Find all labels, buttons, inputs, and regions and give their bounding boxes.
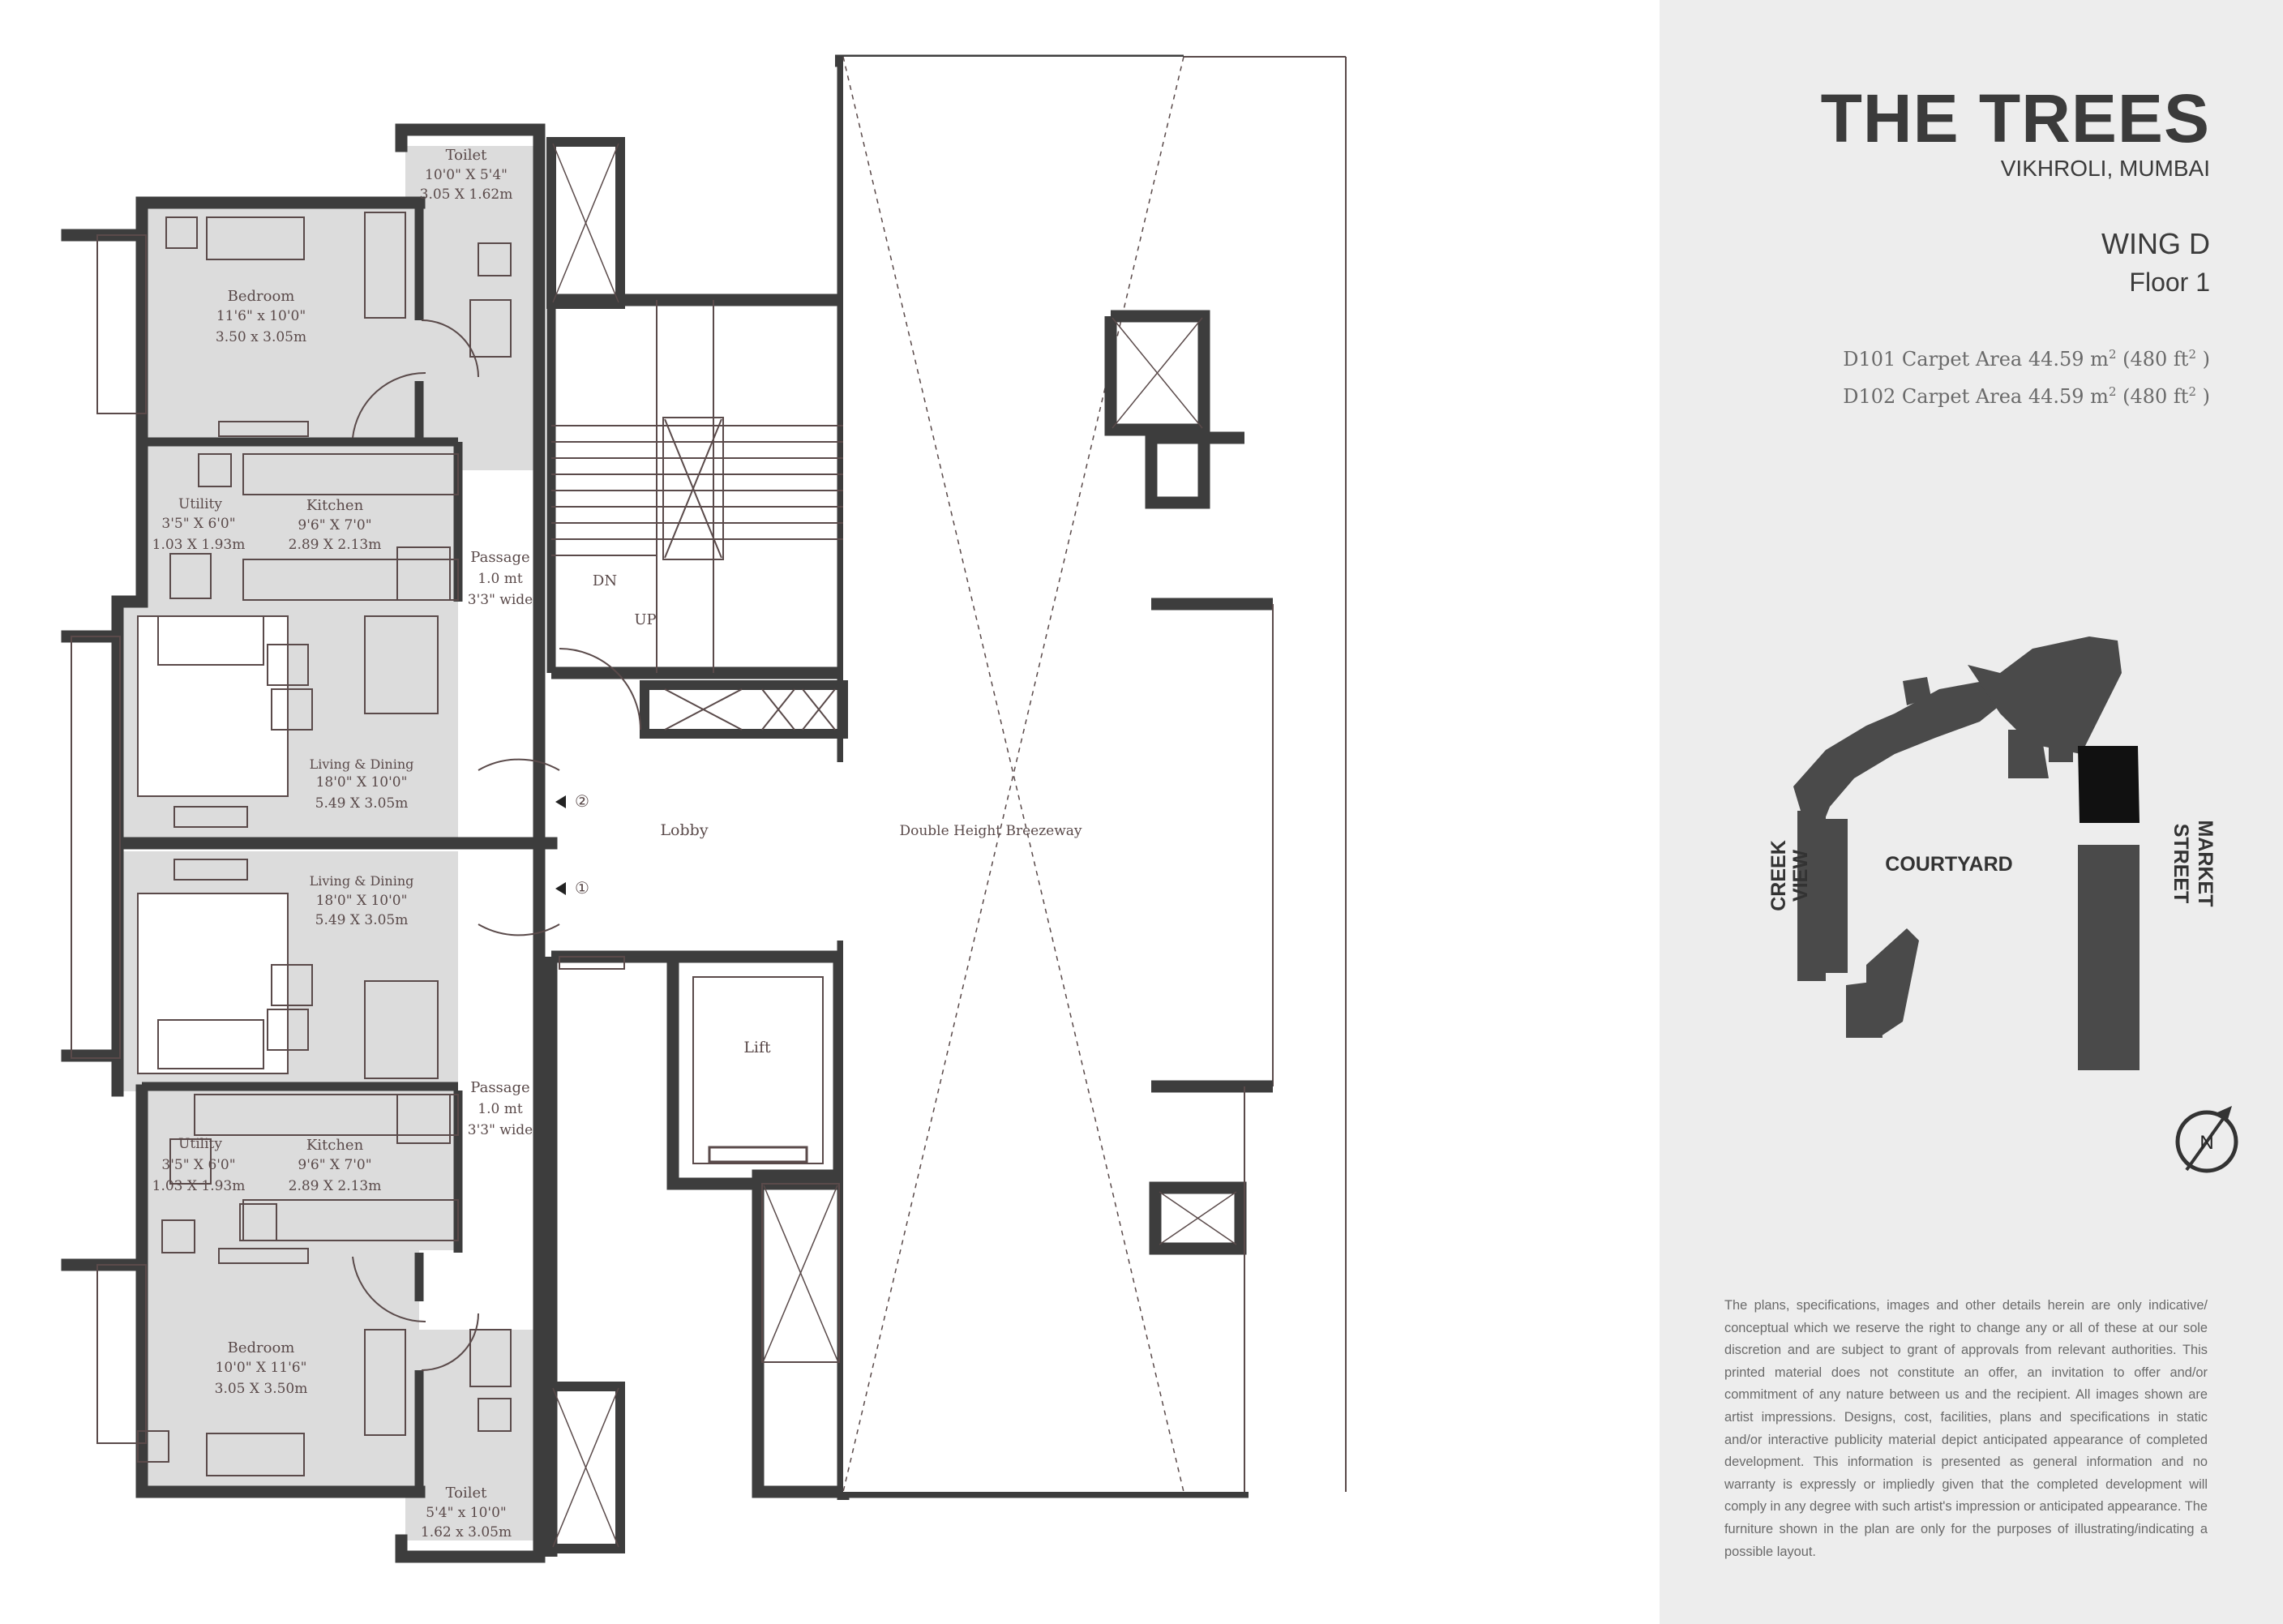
passage-top-dim-m: 1.0 mt bbox=[478, 571, 523, 587]
furniture bbox=[137, 212, 512, 1476]
room-labels: Toilet 10'0" X 5'4" 3.05 X 1.62m Bedroom… bbox=[152, 147, 1082, 1540]
toilet-top-dim-ft: 10'0" X 5'4" bbox=[425, 167, 508, 183]
floor-plan: Toilet 10'0" X 5'4" 3.05 X 1.62m Bedroom… bbox=[61, 54, 1347, 1563]
breezeway bbox=[842, 56, 1347, 1493]
unit-d101-area: D101 Carpet Area 44.59 m2 (480 ft2 ) bbox=[1843, 347, 2210, 371]
unit-d102-label: D102 Carpet Area bbox=[1843, 385, 2023, 408]
courtyard-label: COURTYARD bbox=[1885, 853, 2012, 876]
kitchen-top-dim-m: 2.89 X 2.13m bbox=[289, 537, 382, 553]
kitchen-bottom-dim-ft: 9'6" X 7'0" bbox=[298, 1157, 371, 1173]
utility-bottom-name: Utility bbox=[178, 1136, 222, 1152]
kitchen-bottom-name: Kitchen bbox=[306, 1137, 364, 1154]
floor-label: Floor 1 bbox=[2129, 268, 2210, 297]
project-title: THE TREES bbox=[1820, 80, 2210, 156]
living-bottom-dim-ft: 18'0" X 10'0" bbox=[316, 893, 408, 909]
door-1-marker: ① bbox=[575, 878, 589, 898]
passage-top-name: Passage bbox=[470, 549, 529, 566]
bedroom-bottom-name: Bedroom bbox=[228, 1339, 295, 1356]
utility-top-name: Utility bbox=[178, 496, 222, 512]
unit-d102-ft2: (480 ft bbox=[2122, 385, 2189, 408]
unit-d101-label: D101 Carpet Area bbox=[1843, 348, 2023, 371]
creek-view-label-line2: VIEW bbox=[1789, 850, 1812, 902]
bedroom-top-dim-m: 3.50 x 3.05m bbox=[216, 329, 306, 345]
toilet-top-name: Toilet bbox=[446, 147, 488, 164]
bedroom-top-name: Bedroom bbox=[228, 288, 295, 305]
market-street-label-line1: MARKET bbox=[2194, 821, 2217, 907]
bedroom-top-dim-ft: 11'6" x 10'0" bbox=[216, 308, 306, 324]
shafts bbox=[546, 137, 840, 1553]
living-top-dim-ft: 18'0" X 10'0" bbox=[316, 774, 408, 791]
bedroom-bottom-dim-ft: 10'0" X 11'6" bbox=[216, 1360, 307, 1376]
utility-bottom-dim-m: 1.03 X 1.93m bbox=[152, 1178, 246, 1194]
lift bbox=[692, 976, 824, 1164]
site-key-map: CREEK VIEW COURTYARD MARKET STREET N bbox=[1767, 636, 2238, 1173]
north-label: N bbox=[2199, 1132, 2213, 1154]
unit-d102-area: D102 Carpet Area 44.59 m2 (480 ft2 ) bbox=[1843, 384, 2210, 408]
wing-d-highlight bbox=[2078, 746, 2140, 823]
stair-core bbox=[551, 300, 848, 739]
kitchen-bottom-dim-m: 2.89 X 2.13m bbox=[289, 1178, 382, 1194]
bedroom-bottom-dim-m: 3.05 X 3.50m bbox=[215, 1381, 308, 1397]
utility-top-dim-m: 1.03 X 1.93m bbox=[152, 537, 246, 553]
unit-d101-ft2-sup: 2 bbox=[2188, 347, 2196, 362]
unit-d101-m2: 44.59 m bbox=[2028, 348, 2109, 371]
market-street-label-line2: STREET bbox=[2169, 824, 2192, 904]
toilet-bottom-dim-ft: 5'4" x 10'0" bbox=[426, 1505, 506, 1521]
stairs-dn-label: DN bbox=[593, 572, 617, 589]
door-1-arrow-icon bbox=[555, 882, 566, 895]
utility-bottom-dim-ft: 3'5" X 6'0" bbox=[161, 1157, 235, 1173]
passage-top-dim-ft: 3'3" wide bbox=[468, 592, 533, 608]
exterior-walls bbox=[61, 123, 558, 1563]
living-top-name: Living & Dining bbox=[310, 756, 414, 772]
passage-bottom-dim-ft: 3'3" wide bbox=[468, 1122, 533, 1138]
door-2-marker: ② bbox=[575, 791, 589, 811]
north-compass-icon: N bbox=[2175, 1106, 2238, 1173]
unit-d101-m2-sup: 2 bbox=[2108, 347, 2117, 362]
project-location: VIKHROLI, MUMBAI bbox=[2000, 156, 2210, 181]
stairs-up-label: UP bbox=[634, 611, 656, 628]
kitchen-top-dim-ft: 9'6" X 7'0" bbox=[298, 517, 371, 533]
toilet-bottom-dim-m: 1.62 x 3.05m bbox=[421, 1524, 512, 1540]
disclaimer-text: The plans, specifications, images and ot… bbox=[1724, 1298, 2208, 1559]
kitchen-top-name: Kitchen bbox=[306, 497, 364, 514]
info-sidebar: THE TREES VIKHROLI, MUMBAI WING D Floor … bbox=[1660, 0, 2283, 1624]
living-bottom-name: Living & Dining bbox=[310, 873, 414, 889]
living-bottom-dim-m: 5.49 X 3.05m bbox=[315, 912, 409, 928]
living-top-dim-m: 5.49 X 3.05m bbox=[315, 795, 409, 812]
unit-d102-m2-sup: 2 bbox=[2108, 384, 2117, 399]
building-blocks bbox=[1793, 636, 2140, 1070]
passage-bottom-name: Passage bbox=[470, 1079, 529, 1096]
passage-bottom-dim-m: 1.0 mt bbox=[478, 1101, 523, 1117]
unit-d102-m2: 44.59 m bbox=[2028, 385, 2109, 408]
lift-label: Lift bbox=[743, 1039, 771, 1056]
utility-top-dim-ft: 3'5" X 6'0" bbox=[161, 516, 235, 532]
unit-d102-close: ) bbox=[2196, 385, 2210, 408]
door-2-arrow-icon bbox=[555, 795, 566, 808]
unit-d101-close: ) bbox=[2196, 348, 2210, 371]
wing-label: WING D bbox=[2101, 227, 2210, 260]
toilet-bottom-name: Toilet bbox=[446, 1485, 488, 1502]
windows bbox=[71, 234, 625, 1444]
unit-d101-ft2: (480 ft bbox=[2122, 348, 2189, 371]
breezeway-label: Double Height Breezeway bbox=[899, 823, 1082, 839]
toilet-top-dim-m: 3.05 X 1.62m bbox=[420, 186, 513, 203]
doors bbox=[352, 319, 641, 1371]
lobby-label: Lobby bbox=[660, 821, 708, 839]
unit-d102-ft2-sup: 2 bbox=[2188, 384, 2196, 399]
creek-view-label-line1: CREEK bbox=[1767, 840, 1790, 911]
